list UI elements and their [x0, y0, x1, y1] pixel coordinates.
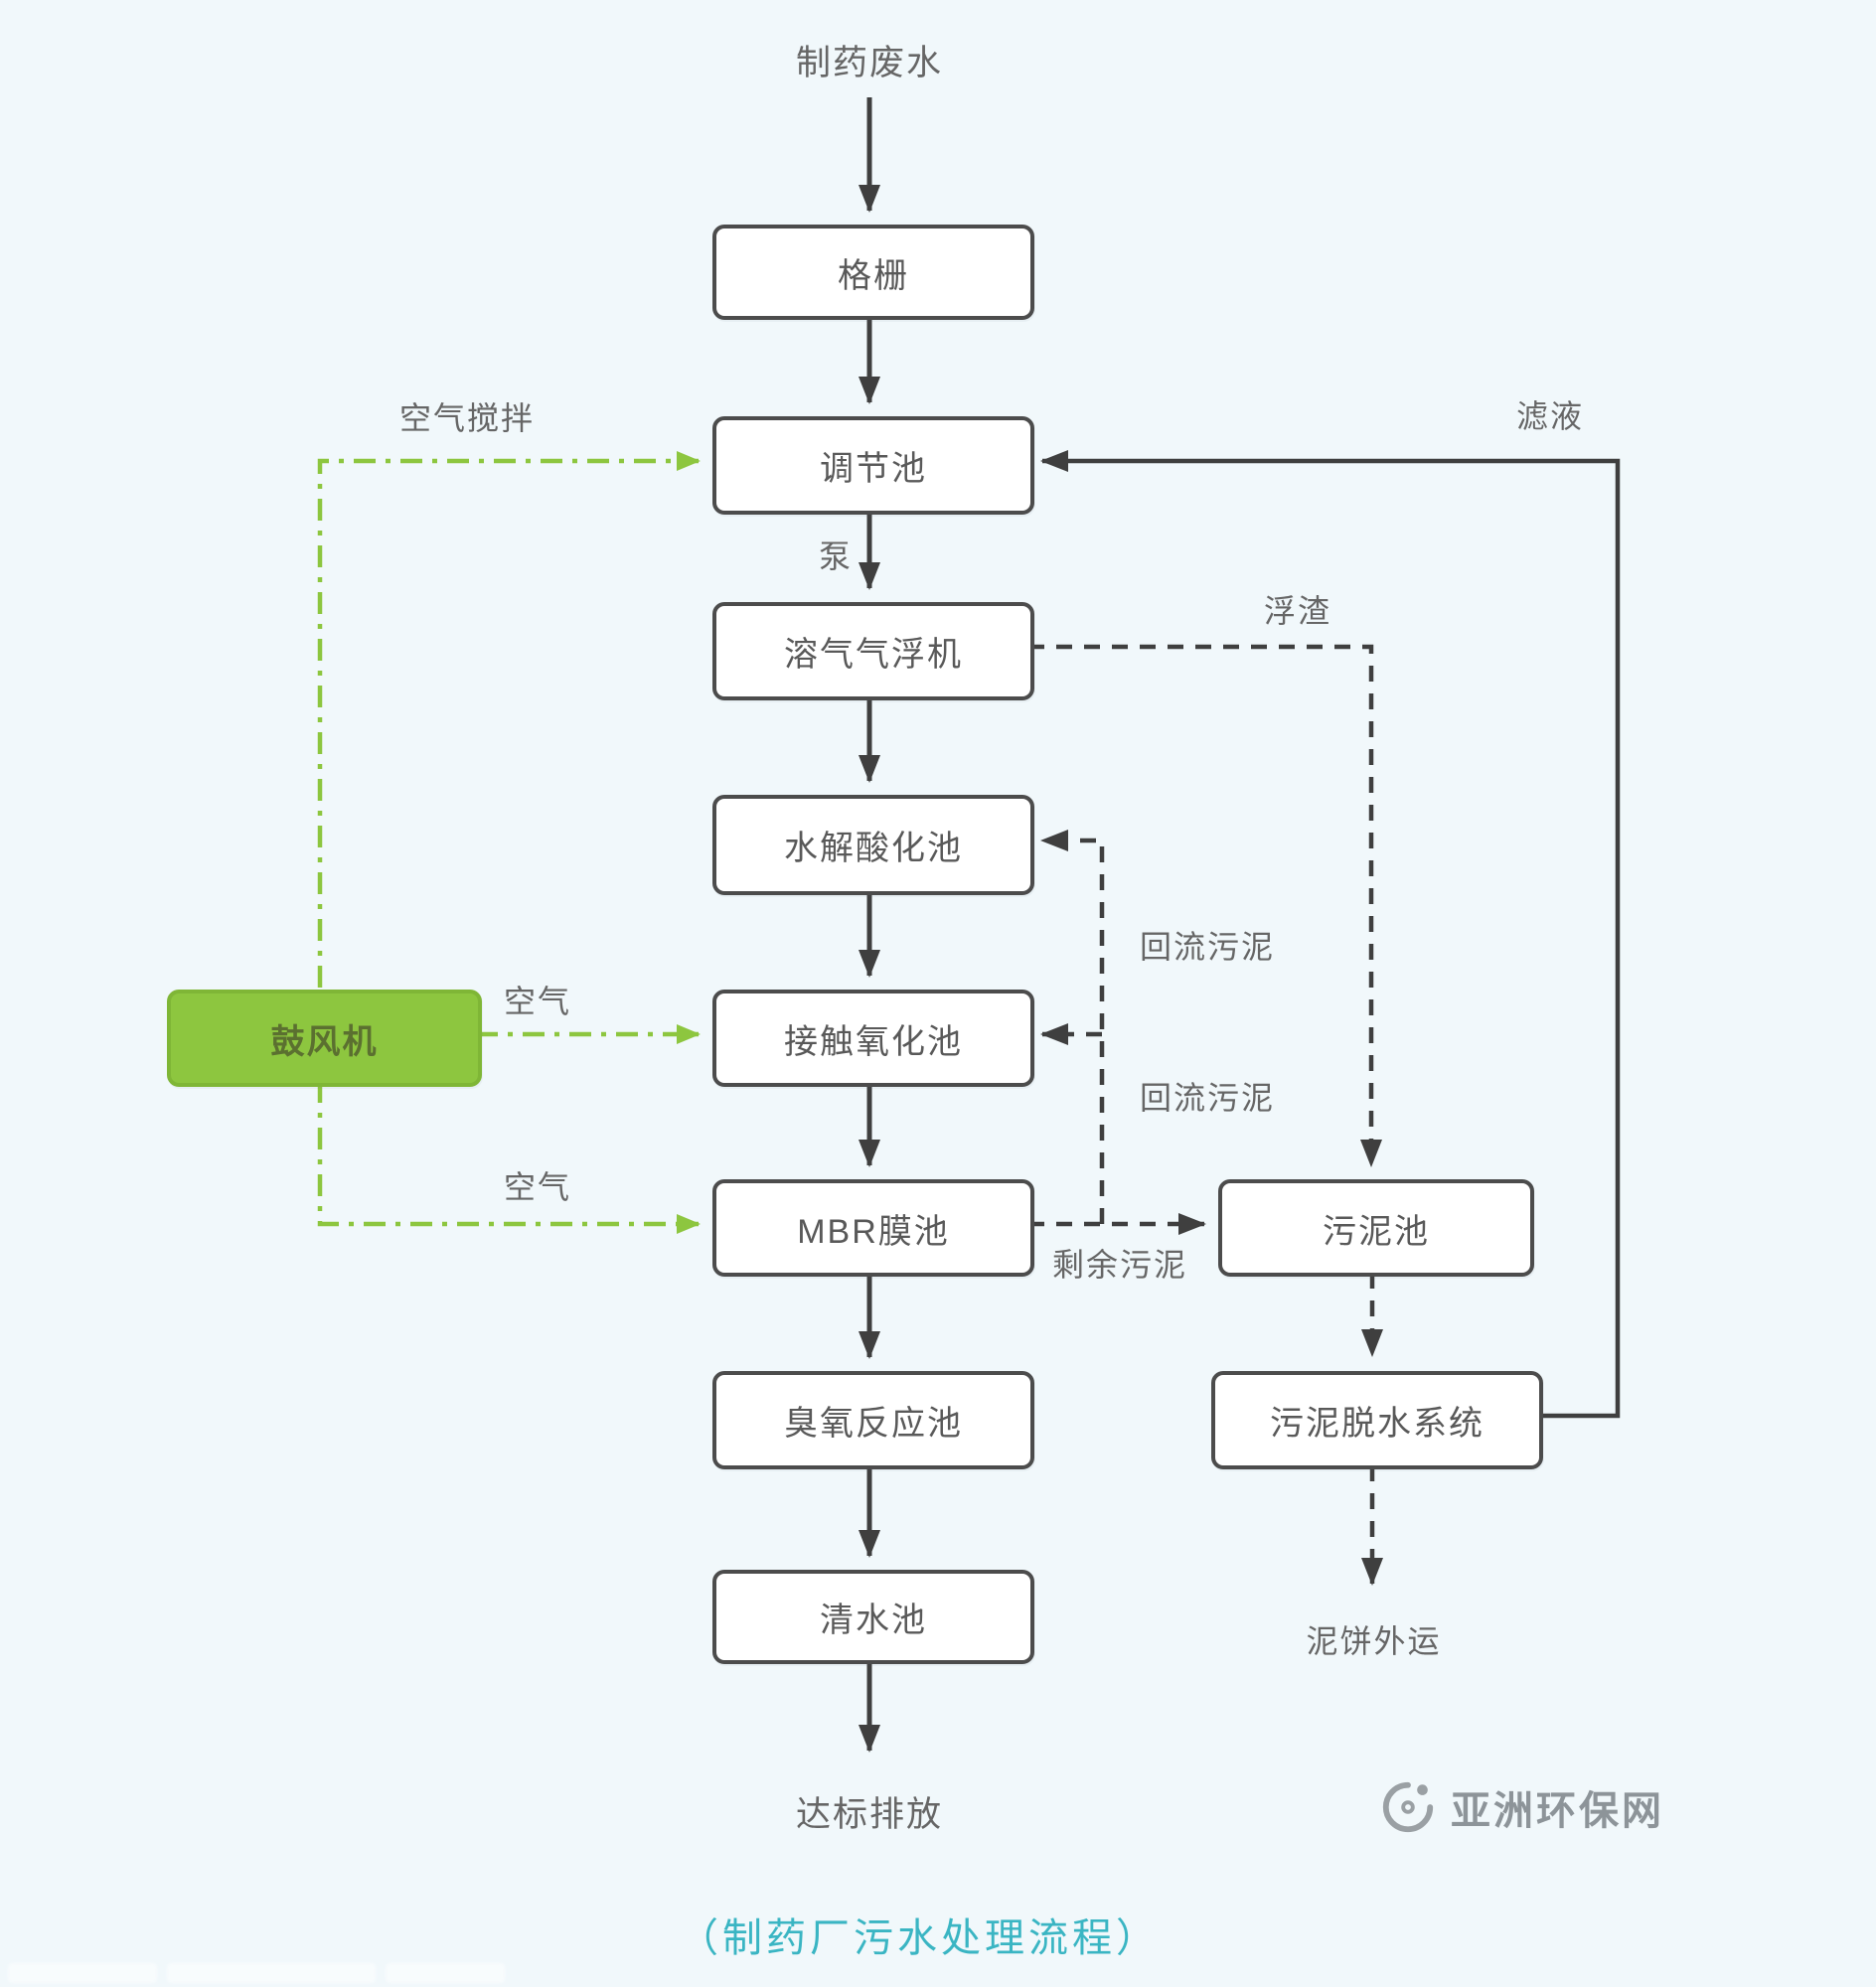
node-daf-machine: 溶气气浮机: [712, 602, 1034, 700]
scum-label: 浮渣: [1263, 593, 1331, 629]
node-grid: 格栅: [712, 225, 1034, 320]
air-contact-label: 空气: [503, 984, 571, 1019]
logo: 亚洲环保网: [1379, 1778, 1664, 1836]
node-clean-water-tank: 清水池: [712, 1570, 1034, 1664]
return-sludge-label-1: 回流污泥: [1139, 929, 1275, 965]
connector-return-sludge-hydrolysis: [1040, 830, 1105, 1224]
node-hydrolysis-tank: 水解酸化池: [712, 795, 1034, 895]
air-mix-label: 空气搅拌: [398, 400, 535, 436]
influent-label: 制药废水: [795, 43, 943, 82]
logo-text: 亚洲环保网: [1451, 1789, 1664, 1833]
filtrate-label: 滤液: [1515, 398, 1584, 434]
watermark: [8, 1963, 505, 1983]
return-sludge-label-2: 回流污泥: [1139, 1080, 1275, 1116]
diagram-caption: （制药厂污水处理流程）: [679, 1916, 1160, 1960]
mud-cake-label: 泥饼外运: [1306, 1623, 1442, 1659]
connector-air-to-mbr: [317, 1081, 701, 1234]
node-ozone-tank: 臭氧反应池: [712, 1371, 1034, 1469]
discharge-label: 达标排放: [795, 1794, 943, 1834]
node-mbr-tank: MBR膜池: [712, 1179, 1034, 1277]
pump-label: 泵: [818, 538, 853, 574]
logo-swirl-icon: [1379, 1778, 1437, 1836]
node-dewatering-system: 污泥脱水系统: [1211, 1371, 1543, 1469]
excess-sludge-label: 剩余污泥: [1051, 1247, 1187, 1283]
connector-filtrate: [1040, 450, 1621, 1419]
node-blower: 鼓风机: [167, 990, 482, 1087]
node-contact-oxidation-tank: 接触氧化池: [712, 990, 1034, 1087]
node-regulating-tank: 调节池: [712, 416, 1034, 515]
node-sludge-tank: 污泥池: [1218, 1179, 1534, 1277]
connector-scum: [1028, 644, 1382, 1167]
air-mbr-label: 空气: [503, 1169, 571, 1205]
connector-air-to-regulating: [317, 451, 701, 988]
